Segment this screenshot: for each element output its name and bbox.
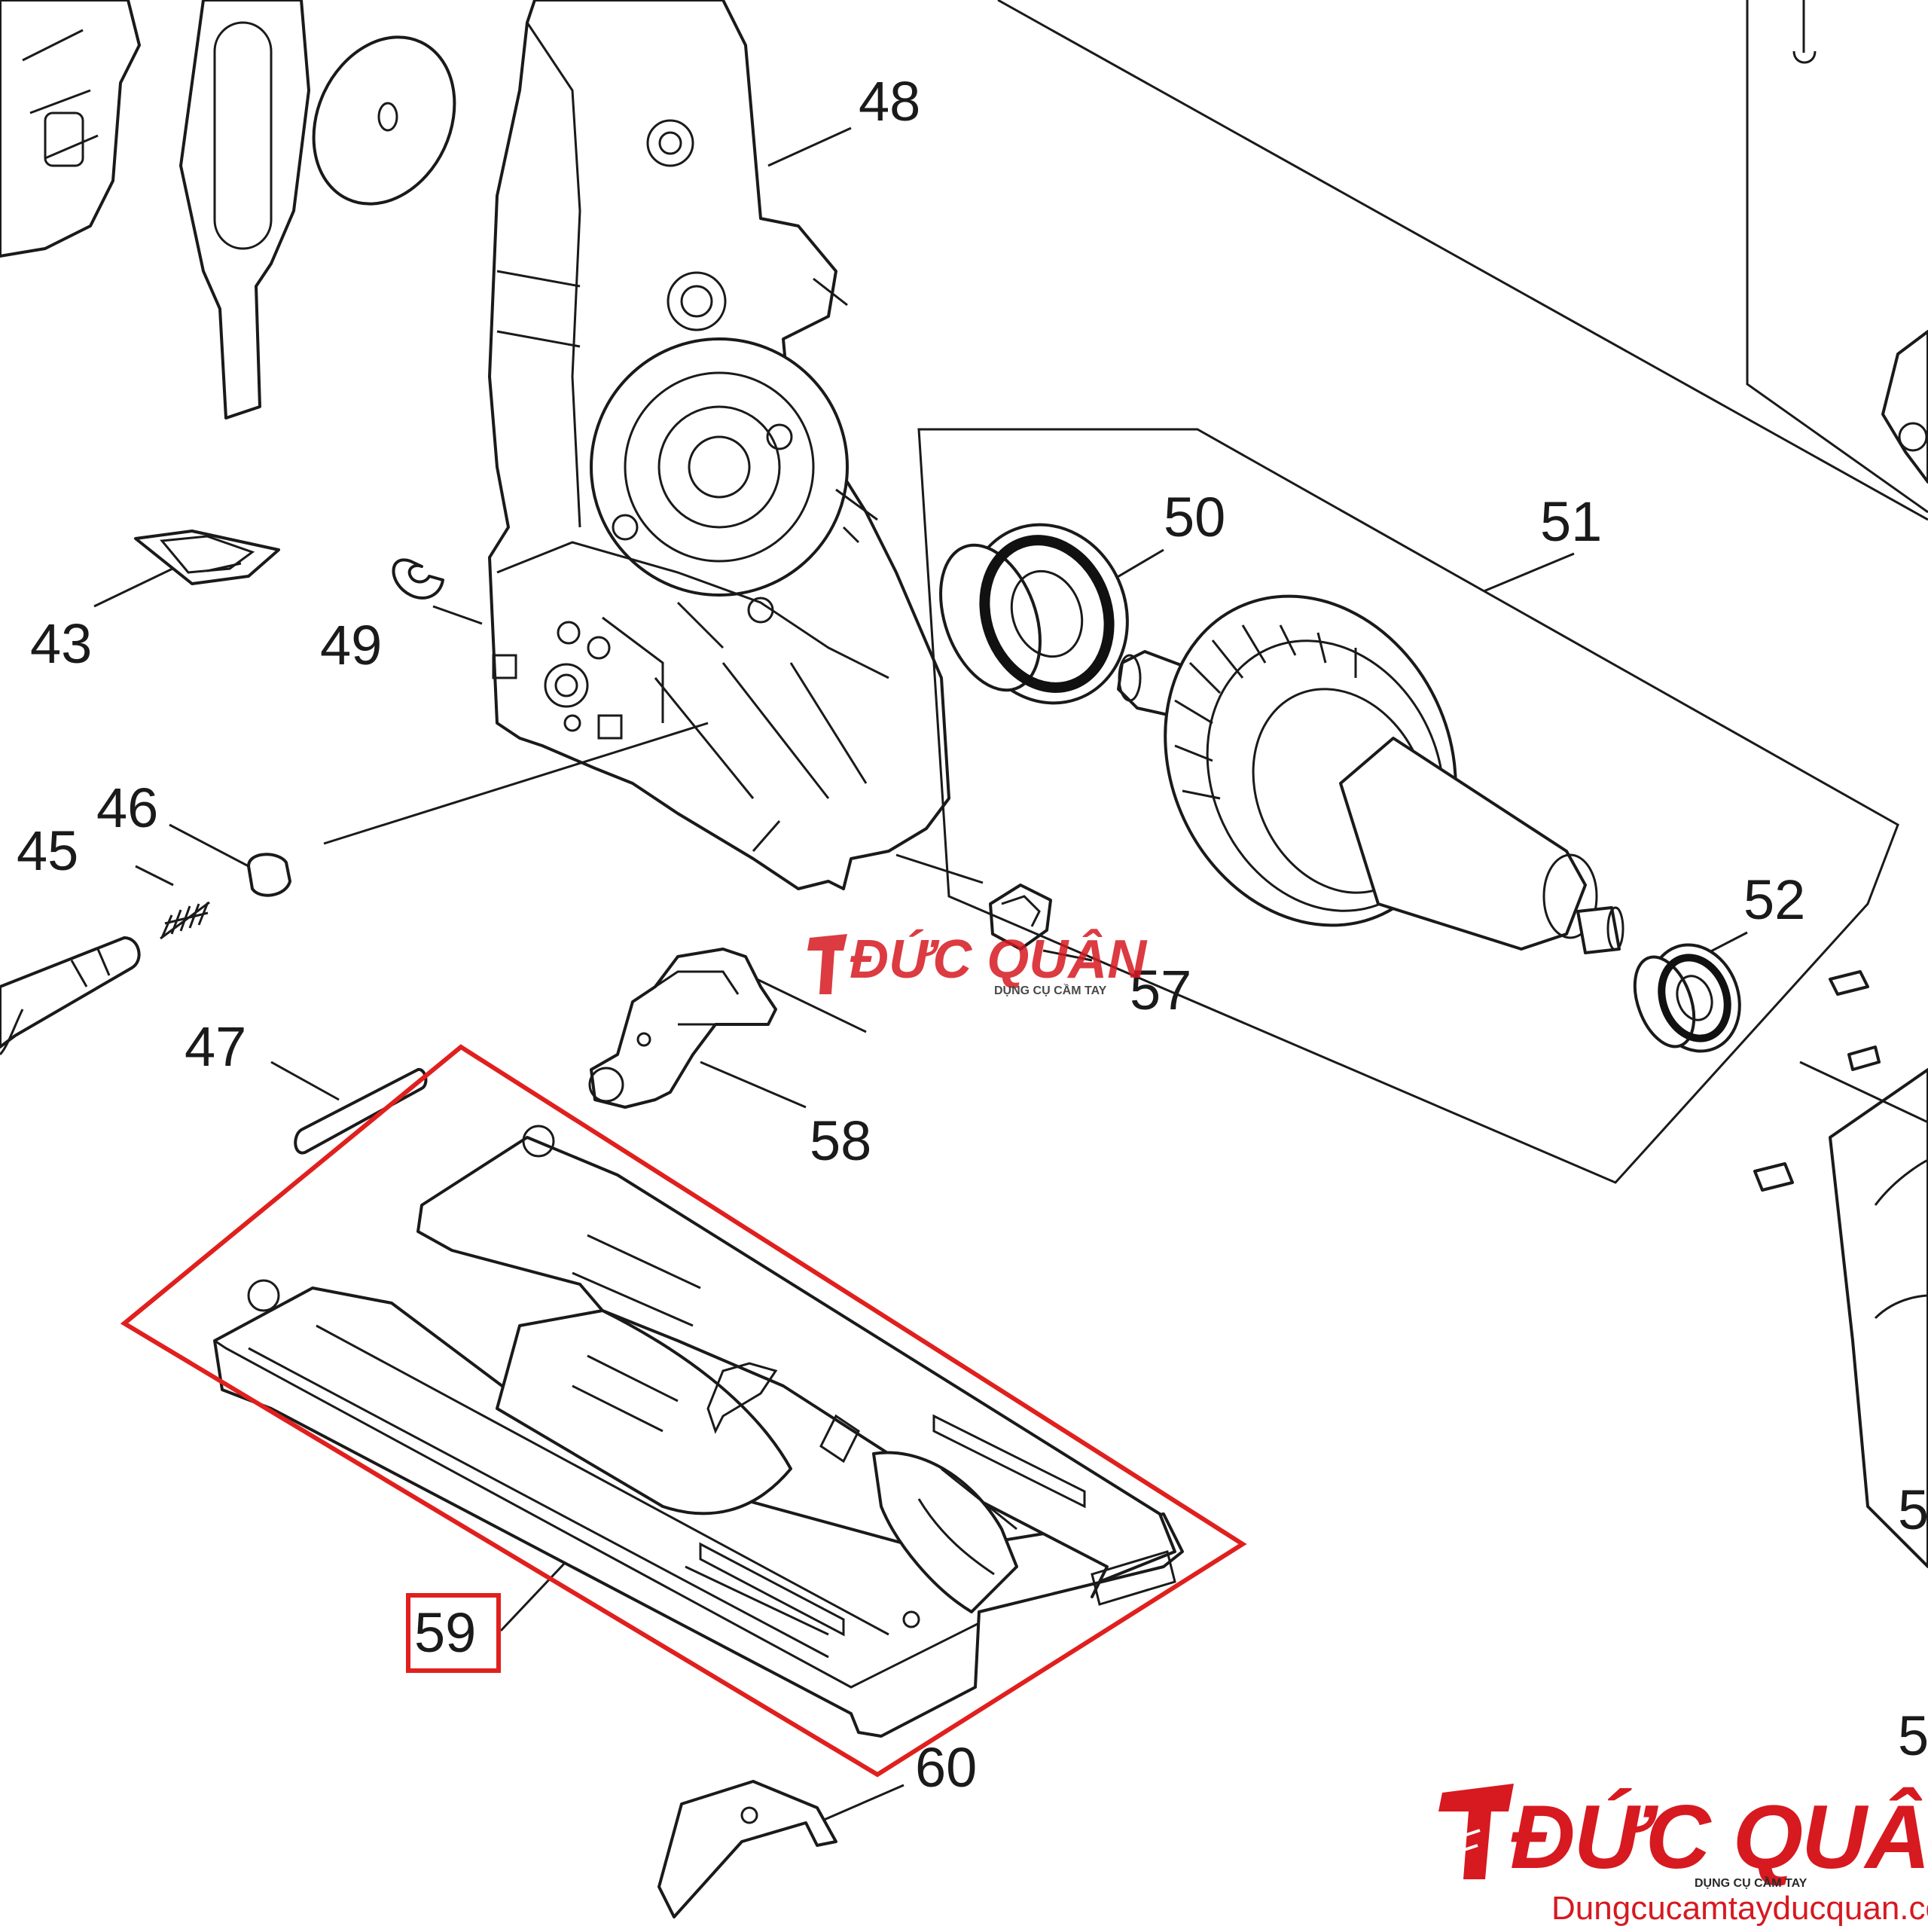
label-60: 60: [915, 1736, 977, 1799]
plunger-shaft: [0, 936, 141, 1056]
label-45: 45: [17, 819, 78, 882]
label-edge-5-top: 5: [1898, 1479, 1928, 1541]
top-washer: [312, 35, 456, 206]
label-43: 43: [30, 612, 92, 675]
part-46-cap: [247, 853, 291, 897]
part-45-spring: [160, 901, 210, 940]
watermark-drill-icon: [807, 934, 847, 994]
top-left-gasket: [179, 0, 310, 420]
label-52: 52: [1743, 868, 1805, 931]
label-57: 57: [1130, 959, 1191, 1021]
label-50: 50: [1164, 486, 1225, 548]
logo-website: Dungcucamtayducquan.com: [1551, 1890, 1928, 1927]
label-51: 51: [1540, 490, 1602, 553]
logo-tagline: DỤNG CỤ CẦM TAY: [1695, 1876, 1808, 1890]
label-58: 58: [810, 1109, 871, 1172]
part-59-label-frame: [406, 1593, 501, 1673]
part-58-bracket: [588, 948, 777, 1109]
brand-logo: ĐỨC QUÂN DỤNG CỤ CẦM TAY Dungcucamtayduc…: [1438, 1784, 1928, 1927]
part-51-armature: [1117, 594, 1624, 954]
watermark-tagline: DỤNG CỤ CẦM TAY: [994, 983, 1107, 997]
part-49-retaining-ring: [392, 558, 444, 600]
label-edge-5-bottom: 5: [1898, 1705, 1928, 1767]
assembly-boundary-box: [917, 428, 1899, 1184]
logo-title: ĐỨC QUÂN: [1510, 1787, 1928, 1888]
part-48-gear-housing: [488, 0, 950, 890]
label-49: 49: [320, 614, 382, 676]
right-edge-housing: [1746, 0, 1928, 1568]
part-43-square-gasket: [134, 530, 280, 585]
part-59-highlight-frame: [120, 1044, 1247, 1778]
part-52-ball-bearing: [1633, 943, 1741, 1053]
part-60-clip: [657, 1780, 837, 1918]
part-50-ball-bearing: [939, 523, 1129, 705]
label-47: 47: [185, 1015, 246, 1078]
part-47-pin: [294, 1068, 428, 1155]
center-watermark: ĐỨC QUÂN DỤNG CỤ CẦM TAY: [807, 929, 1148, 997]
label-46: 46: [96, 777, 158, 839]
top-left-housing-part: [0, 0, 141, 258]
label-59: 59: [414, 1601, 476, 1664]
label-48: 48: [859, 70, 920, 133]
part-59-base-plate: [213, 1125, 1184, 1738]
watermark-title: ĐỨC QUÂN: [850, 929, 1148, 990]
